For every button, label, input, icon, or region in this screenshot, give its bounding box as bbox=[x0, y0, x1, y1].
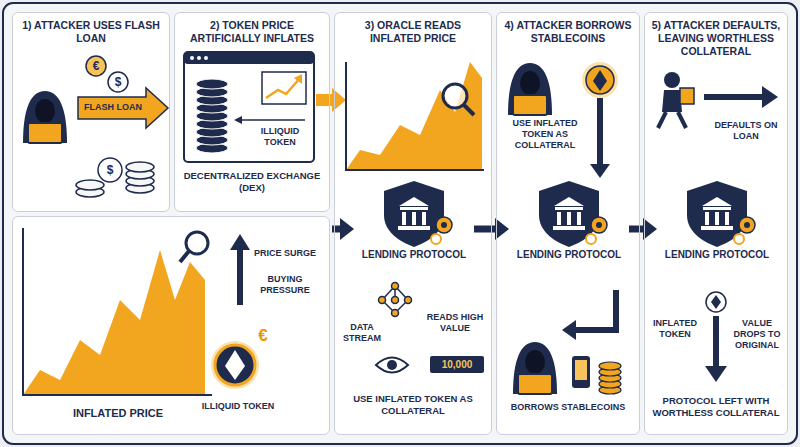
label: BUYING PRESSURE bbox=[247, 274, 323, 296]
default-arrow-head bbox=[762, 86, 778, 108]
label: ILLIQUID TOKEN bbox=[193, 401, 283, 412]
step-heading: 1) ATTACKER USES FLASH LOAN bbox=[13, 13, 169, 45]
outer-frame bbox=[3, 3, 797, 444]
panel-fills bbox=[12, 12, 788, 435]
label: USE INFLATED TOKEN AS COLLATERAL bbox=[343, 393, 483, 416]
eye-icon bbox=[376, 358, 408, 373]
label: DATA STREAM bbox=[337, 322, 387, 344]
currency-symbol: € bbox=[88, 59, 104, 73]
arrow-head bbox=[340, 218, 354, 240]
lending-protocol: LENDING PROTOCOL bbox=[356, 179, 472, 279]
display-value: 10,000 bbox=[431, 359, 483, 371]
value-display bbox=[430, 356, 484, 373]
attacker-figure bbox=[513, 342, 557, 394]
label: USE INFLATED TOKEN AS COLLATERAL bbox=[503, 118, 587, 151]
euro-coin bbox=[86, 56, 106, 76]
label: VALUE DROPS TO ORIGINAL bbox=[727, 318, 787, 351]
inflated-token bbox=[582, 62, 618, 98]
arrow-shaft bbox=[474, 226, 497, 233]
dollar-coin bbox=[108, 72, 128, 92]
step-heading: 3) ORACLE READS INFLATED PRICE bbox=[335, 13, 491, 45]
deposit-arrow-head bbox=[590, 164, 610, 178]
label: DECENTRALIZED EXCHANGE (DEX) bbox=[182, 170, 322, 193]
label: DEFAULTS ON LOAN bbox=[713, 120, 779, 142]
flow-arrow bbox=[629, 218, 657, 240]
label: READS HIGH VALUE bbox=[424, 312, 486, 334]
chart-caption: INFLATED PRICE bbox=[43, 407, 193, 420]
node-label: LENDING PROTOCOL bbox=[511, 249, 627, 261]
arrow-shaft bbox=[629, 226, 645, 233]
currency-symbol: € bbox=[254, 326, 272, 345]
default-arrow bbox=[704, 94, 764, 100]
label: PRICE SURGE bbox=[247, 248, 323, 259]
flash-loan-arrow bbox=[78, 88, 168, 128]
shield-icon bbox=[511, 179, 627, 249]
label: BORROWS STABLECOINS bbox=[508, 402, 628, 413]
borrow-arrow-head bbox=[562, 320, 576, 340]
dex-window bbox=[184, 52, 314, 162]
oracle-chart bbox=[346, 62, 484, 170]
price-chart bbox=[23, 228, 259, 395]
label: INFLATED TOKEN bbox=[648, 318, 702, 340]
stablecoins bbox=[572, 356, 621, 394]
currency-symbol: $ bbox=[110, 75, 126, 89]
label: PROTOCOL LEFT WITH WORTHLESS COLLATERAL bbox=[648, 395, 784, 418]
step-panel: 5) ATTACKER DEFAULTS, LEAVING WORTHLESS … bbox=[644, 12, 788, 435]
currency-symbol: $ bbox=[102, 163, 118, 177]
drop-arrow-head bbox=[705, 366, 727, 382]
step-heading: 4) ATTACKER BORROWS STABLECOINS bbox=[497, 13, 639, 45]
label: FLASH LOAN bbox=[80, 102, 146, 113]
label: ILLIQUID TOKEN bbox=[249, 126, 311, 148]
node-label: LENDING PROTOCOL bbox=[356, 249, 472, 261]
step-panel: 3) ORACLE READS INFLATED PRICE LENDING PR… bbox=[334, 12, 492, 435]
attacker-figure bbox=[23, 91, 67, 143]
arrow-head bbox=[643, 218, 657, 240]
node-label: LENDING PROTOCOL bbox=[659, 249, 775, 261]
drop-arrow bbox=[713, 316, 719, 368]
deposit-arrow bbox=[597, 98, 603, 166]
shield-icon bbox=[356, 179, 472, 249]
orange-arrow bbox=[316, 88, 346, 112]
step-heading: 2) TOKEN PRICE ARTIFICIALLY INFLATES bbox=[175, 13, 329, 45]
token-icon bbox=[706, 292, 726, 312]
flow-arrow bbox=[332, 218, 354, 240]
shield-icon bbox=[659, 179, 775, 249]
borrow-arrow bbox=[574, 290, 616, 330]
coin-stacks bbox=[76, 158, 154, 197]
data-stream-icon bbox=[379, 283, 412, 317]
attacker-figure bbox=[508, 63, 552, 115]
step-panel: 4) ATTACKER BORROWS STABLECOINS LENDING P… bbox=[496, 12, 640, 435]
arrow-head bbox=[495, 218, 509, 240]
lending-protocol: LENDING PROTOCOL bbox=[659, 179, 775, 279]
step-heading: 5) ATTACKER DEFAULTS, LEAVING WORTHLESS … bbox=[645, 13, 787, 58]
lending-protocol: LENDING PROTOCOL bbox=[511, 179, 627, 279]
walking-attacker bbox=[658, 72, 694, 128]
